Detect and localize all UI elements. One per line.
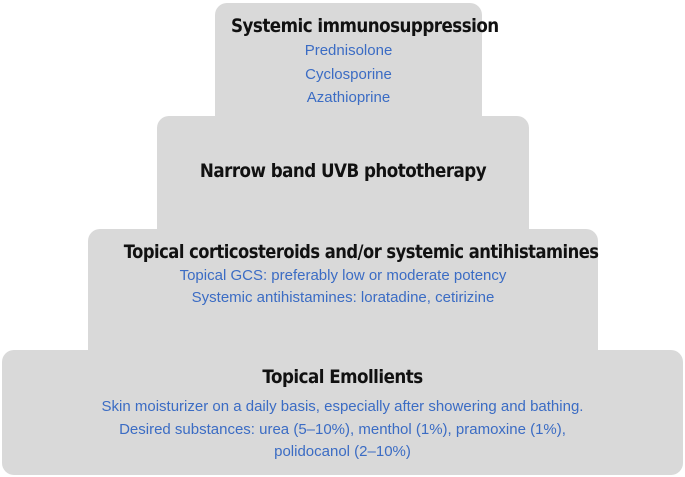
tier-title: Topical corticosteroids and/or systemic … bbox=[123, 241, 599, 263]
tier-detail-line: Skin moisturizer on a daily basis, espec… bbox=[101, 398, 584, 415]
tier-detail-line: Systemic antihistamines: loratadine, cet… bbox=[191, 289, 495, 306]
tier-detail-line: Topical GCS: preferably low or moderate … bbox=[179, 267, 507, 284]
tier-detail-line: Azathioprine bbox=[306, 89, 391, 106]
tier-detail-line: Cyclosporine bbox=[305, 65, 392, 83]
tier-title: Topical Emollients bbox=[262, 366, 423, 388]
pyramid-tier-topical-emollients: Topical Emollients Skin moisturizer on a… bbox=[2, 350, 683, 475]
pyramid-tier-uvb-phototherapy: Narrow band UVB phototherapy bbox=[157, 116, 529, 251]
tier-detail-line: polidocanol (2–10%) bbox=[274, 443, 411, 460]
pyramid-tier-systemic-immunosuppression: Systemic immunosuppression Prednisolone … bbox=[215, 3, 499, 135]
tier-title: Systemic immunosuppression bbox=[231, 15, 499, 37]
tier-title: Narrow band UVB phototherapy bbox=[199, 160, 487, 182]
pyramid-tier-topical-corticosteroids: Topical corticosteroids and/or systemic … bbox=[88, 229, 599, 369]
tier-detail-line: Prednisolone bbox=[304, 42, 393, 59]
tier-detail-line: Desired substances: urea (5–10%), mentho… bbox=[119, 420, 566, 438]
